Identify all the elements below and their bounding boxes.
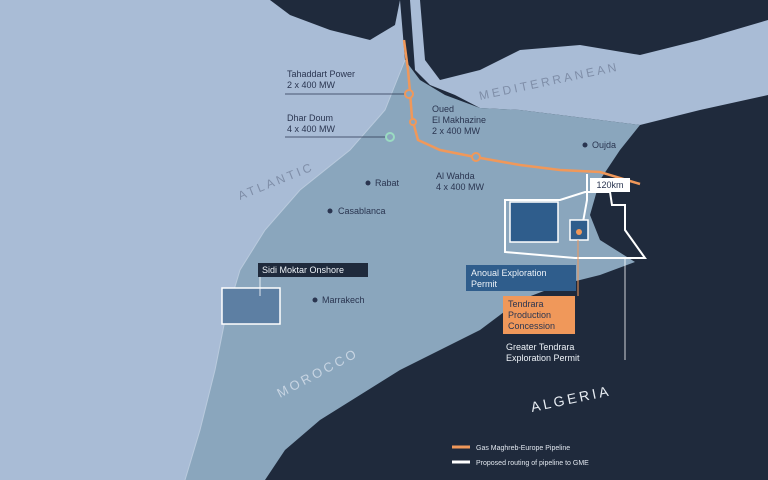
dhar-doum-marker [385, 132, 395, 142]
tendrara-label-3: Concession [508, 321, 555, 331]
anoual-label-box [466, 265, 576, 291]
greater-tendrara-outline [504, 191, 647, 259]
tendrara-label-2: Production [508, 310, 551, 320]
sidi-moktar-area [221, 287, 281, 325]
al-wahda-label-2: 4 x 400 MW [436, 182, 485, 192]
rabat-dot [365, 180, 371, 186]
oujda-dot [582, 142, 588, 148]
legend-proposed-label: Proposed routing of pipeline to GME [476, 460, 589, 467]
greater-tendrara-label-1: Greater Tendrara [506, 342, 574, 352]
legend-pipeline-label: Gas Maghreb-Europe Pipeline [476, 445, 570, 452]
casablanca-dot [327, 208, 333, 214]
atlantic-ocean [0, 0, 405, 480]
tahaddart-label-1: Tahaddart Power [287, 69, 355, 79]
tendrara-label-1: Tendrara [508, 299, 544, 309]
gas-pipeline [402, 39, 641, 186]
iberia-land-east [420, 0, 768, 80]
oujda-label: Oujda [592, 140, 616, 150]
marrakech-dot [312, 297, 318, 303]
distance-box [590, 178, 630, 192]
oued-marker [409, 118, 417, 126]
oued-label-2: El Makhazine [432, 115, 486, 125]
al-wahda-label-1: Al Wahda [436, 171, 475, 181]
tendrara-label-box [503, 296, 575, 334]
anoual-label-2: Permit [471, 279, 498, 289]
marrakech-label: Marrakech [322, 295, 365, 305]
casablanca-label: Casablanca [338, 206, 386, 216]
distance-label: 120km [596, 180, 623, 190]
anoual-label-1: Anoual Exploration [471, 268, 547, 278]
coastline [184, 59, 406, 480]
anoual-permit-area [509, 201, 559, 243]
iberia-land [270, 0, 400, 40]
sidi-moktar-label: Sidi Moktar Onshore [262, 265, 344, 275]
oued-label-1: Oued [432, 104, 454, 114]
sidi-moktar-label-box [258, 263, 368, 277]
oued-label-3: 2 x 400 MW [432, 126, 481, 136]
dhar-doum-label-2: 4 x 400 MW [287, 124, 336, 134]
rabat-label: Rabat [375, 178, 400, 188]
tahaddart-marker [404, 89, 414, 99]
al-wahda-marker [471, 152, 481, 162]
dhar-doum-label-1: Dhar Doum [287, 113, 333, 123]
tahaddart-label-2: 2 x 400 MW [287, 80, 336, 90]
tendrara-concession-dot [576, 229, 582, 235]
greater-tendrara-label-2: Exploration Permit [506, 353, 580, 363]
